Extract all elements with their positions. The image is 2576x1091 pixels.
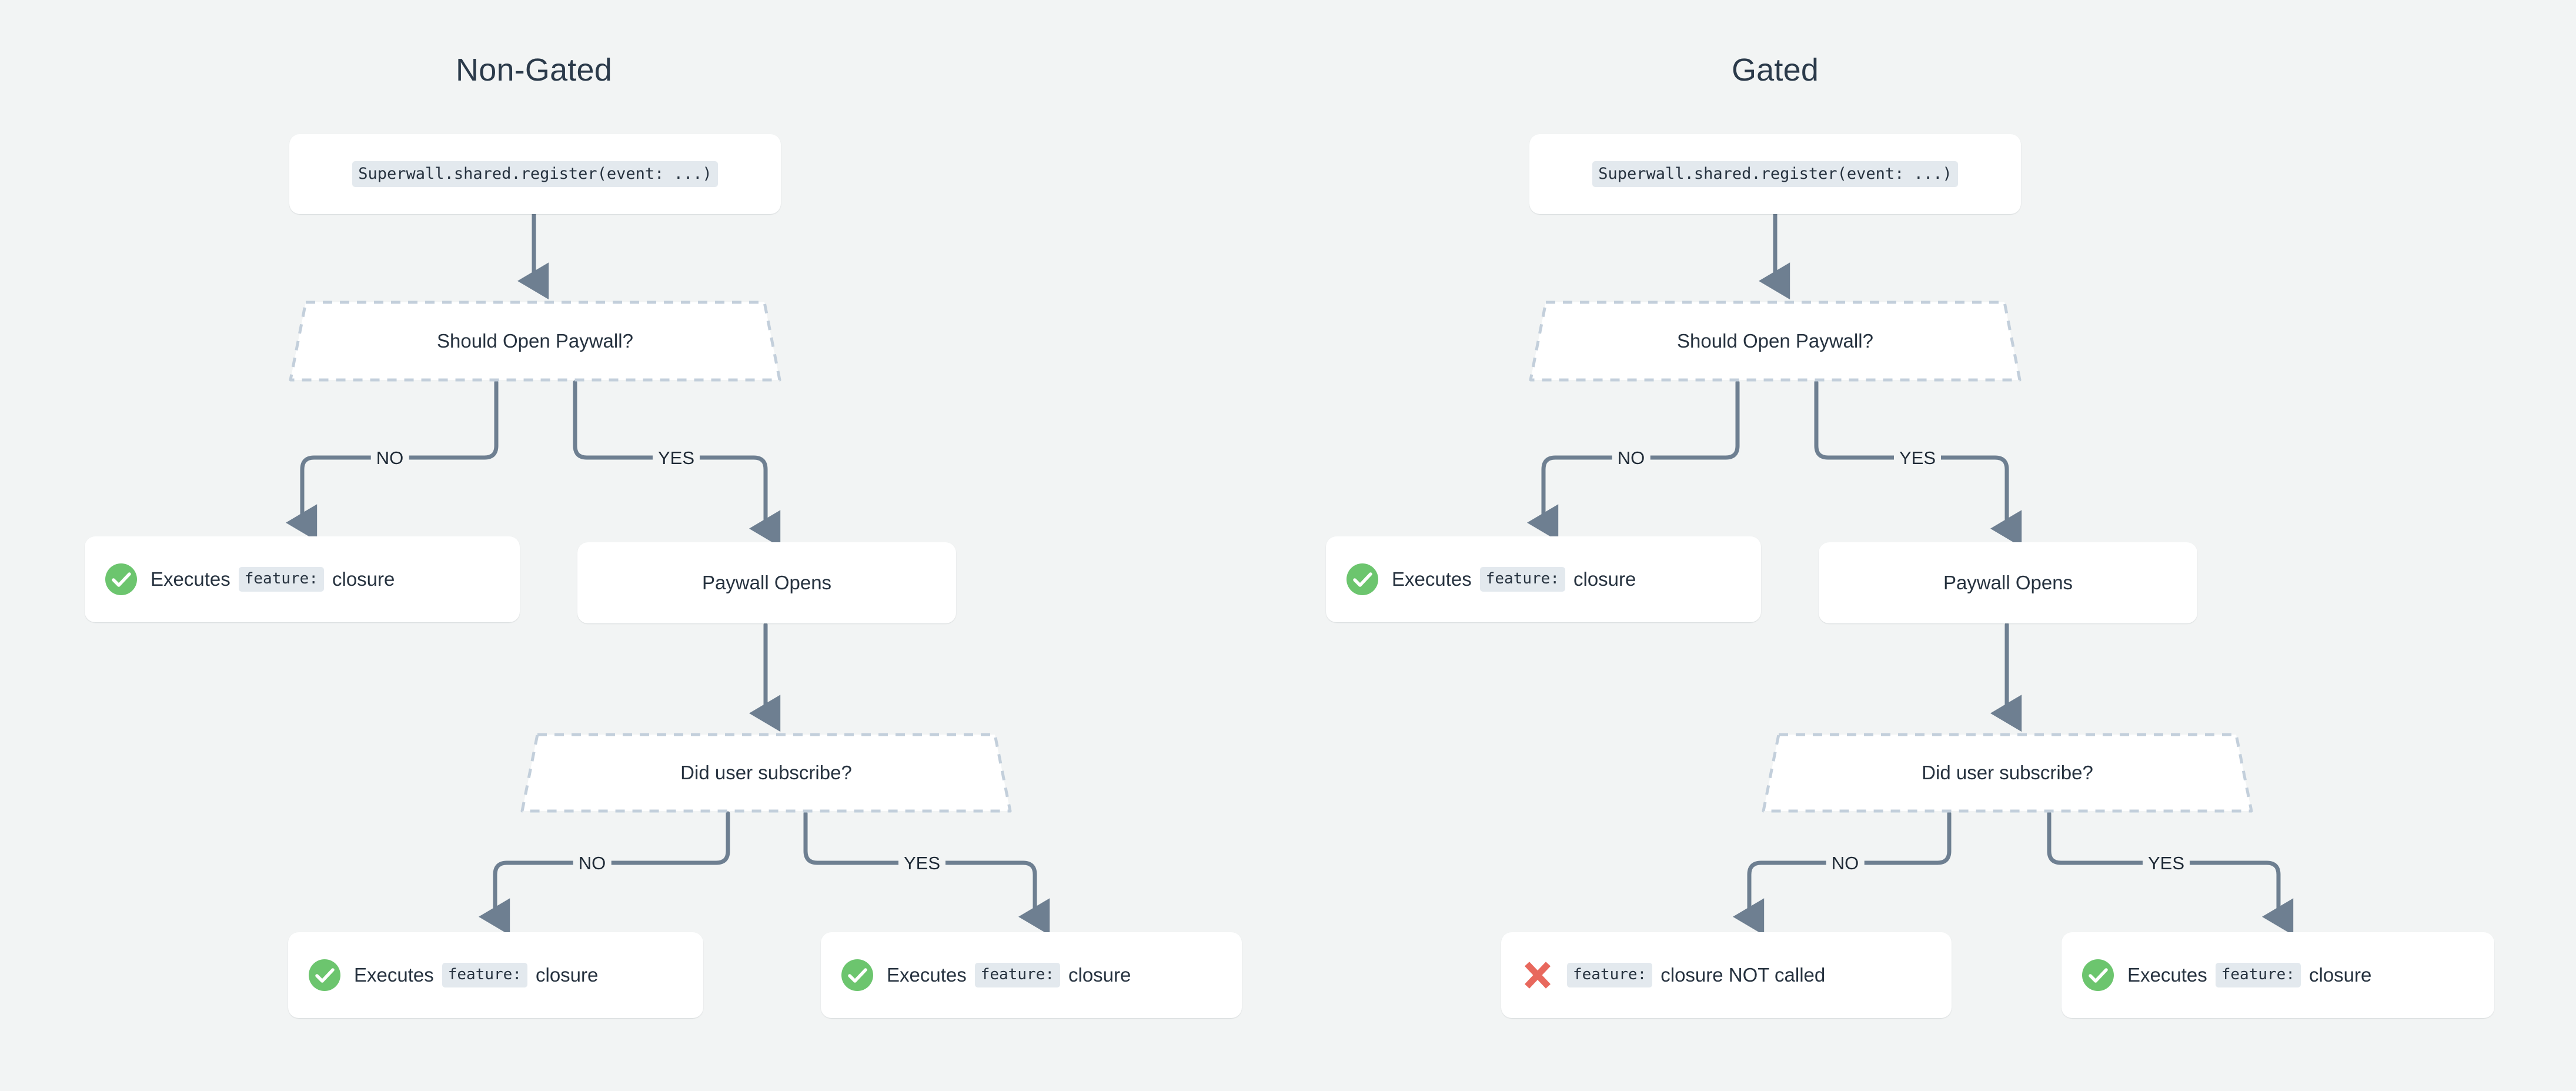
check-circle-icon [1347,563,1378,595]
edge-label-paywall-yes-right: YES [1893,448,1942,469]
decision-should-open-paywall-right[interactable]: Should Open Paywall? [1528,300,2022,382]
leaf-text-after-no-left: closure [332,568,395,590]
decision-did-user-subscribe-right[interactable]: Did user subscribe? [1761,732,2254,813]
edge-label-subscribe-no-right: NO [1826,853,1865,874]
node-executes-feature-closure-no-left[interactable]: Executes feature: closure [85,536,520,622]
node-paywall-opens-right[interactable]: Paywall Opens [1819,542,2197,623]
node-executes-feature-closure-no-right[interactable]: Executes feature: closure [1326,536,1761,622]
x-mark-icon [1525,962,1551,989]
leaf-text-after-no-right: closure [1573,568,1636,590]
leaf-text-subscribe-yes-right: Executes feature: closure [2127,963,2371,987]
node-label-paywall-opens-left: Paywall Opens [701,571,832,593]
leaf-text-before-subscribe-yes-left: Executes [887,963,967,986]
node-label-paywall-opens-right: Paywall Opens [1943,571,2073,593]
edge-subscribe-no-left [479,811,730,936]
leaf-text-subscribe-no-left: Executes feature: closure [354,963,598,987]
code-chip-feature-subscribe-no-left: feature: [442,963,527,987]
edge-label-subscribe-yes-left: YES [898,853,946,874]
leaf-text-before-subscribe-yes-right: Executes [2127,963,2207,986]
check-circle-icon [2082,959,2114,991]
code-chip-register-right: Superwall.shared.register(event: ...) [1592,161,1958,187]
node-feature-closure-not-called-right[interactable]: feature: closure NOT called [1501,932,1952,1018]
check-circle-icon [105,563,137,595]
code-chip-feature-no-right: feature: [1479,567,1565,592]
leaf-text-subscribe-yes-left: Executes feature: closure [887,963,1131,987]
edge-label-subscribe-yes-right: YES [2142,853,2190,874]
leaf-text-no-left: Executes feature: closure [151,567,395,592]
code-chip-feature-no-left: feature: [238,567,324,592]
leaf-text-after-subscribe-yes-right: closure [2308,963,2372,986]
column-title-gated: Gated [1731,52,1819,88]
edge-label-paywall-no-right: NO [1612,448,1650,469]
leaf-text-after-subscribe-no-right: closure NOT called [1660,963,1826,986]
edge-label-paywall-yes-left: YES [652,448,700,469]
check-circle-icon [309,959,340,991]
leaf-text-before-no-left: Executes [151,568,230,590]
code-chip-feature-subscribe-yes-right: feature: [2215,963,2301,987]
node-executes-feature-closure-subscribe-no-left[interactable]: Executes feature: closure [288,932,703,1018]
decision-did-user-subscribe-left[interactable]: Did user subscribe? [520,732,1013,813]
node-register-call-right[interactable]: Superwall.shared.register(event: ...) [1529,134,2021,214]
code-chip-feature-subscribe-no-right: feature: [1567,963,1653,987]
node-executes-feature-closure-subscribe-yes-left[interactable]: Executes feature: closure [821,932,1242,1018]
leaf-text-before-no-right: Executes [1392,568,1472,590]
leaf-text-no-right: Executes feature: closure [1392,567,1636,592]
node-paywall-opens-left[interactable]: Paywall Opens [577,542,956,623]
leaf-text-subscribe-no-right: feature: closure NOT called [1567,963,1825,987]
leaf-text-after-subscribe-yes-left: closure [1068,963,1131,986]
code-chip-feature-subscribe-yes-left: feature: [974,963,1060,987]
node-executes-feature-closure-subscribe-yes-right[interactable]: Executes feature: closure [2062,932,2494,1018]
column-title-non-gated: Non-Gated [456,52,612,88]
edge-label-subscribe-no-left: NO [573,853,612,874]
leaf-text-before-subscribe-no-left: Executes [354,963,434,986]
node-register-call-left[interactable]: Superwall.shared.register(event: ...) [289,134,781,214]
check-circle-icon [841,959,873,991]
code-chip-register-left: Superwall.shared.register(event: ...) [352,161,718,187]
decision-should-open-paywall-left[interactable]: Should Open Paywall? [288,300,782,382]
edge-label-paywall-no-left: NO [370,448,409,469]
leaf-text-after-subscribe-no-left: closure [535,963,599,986]
